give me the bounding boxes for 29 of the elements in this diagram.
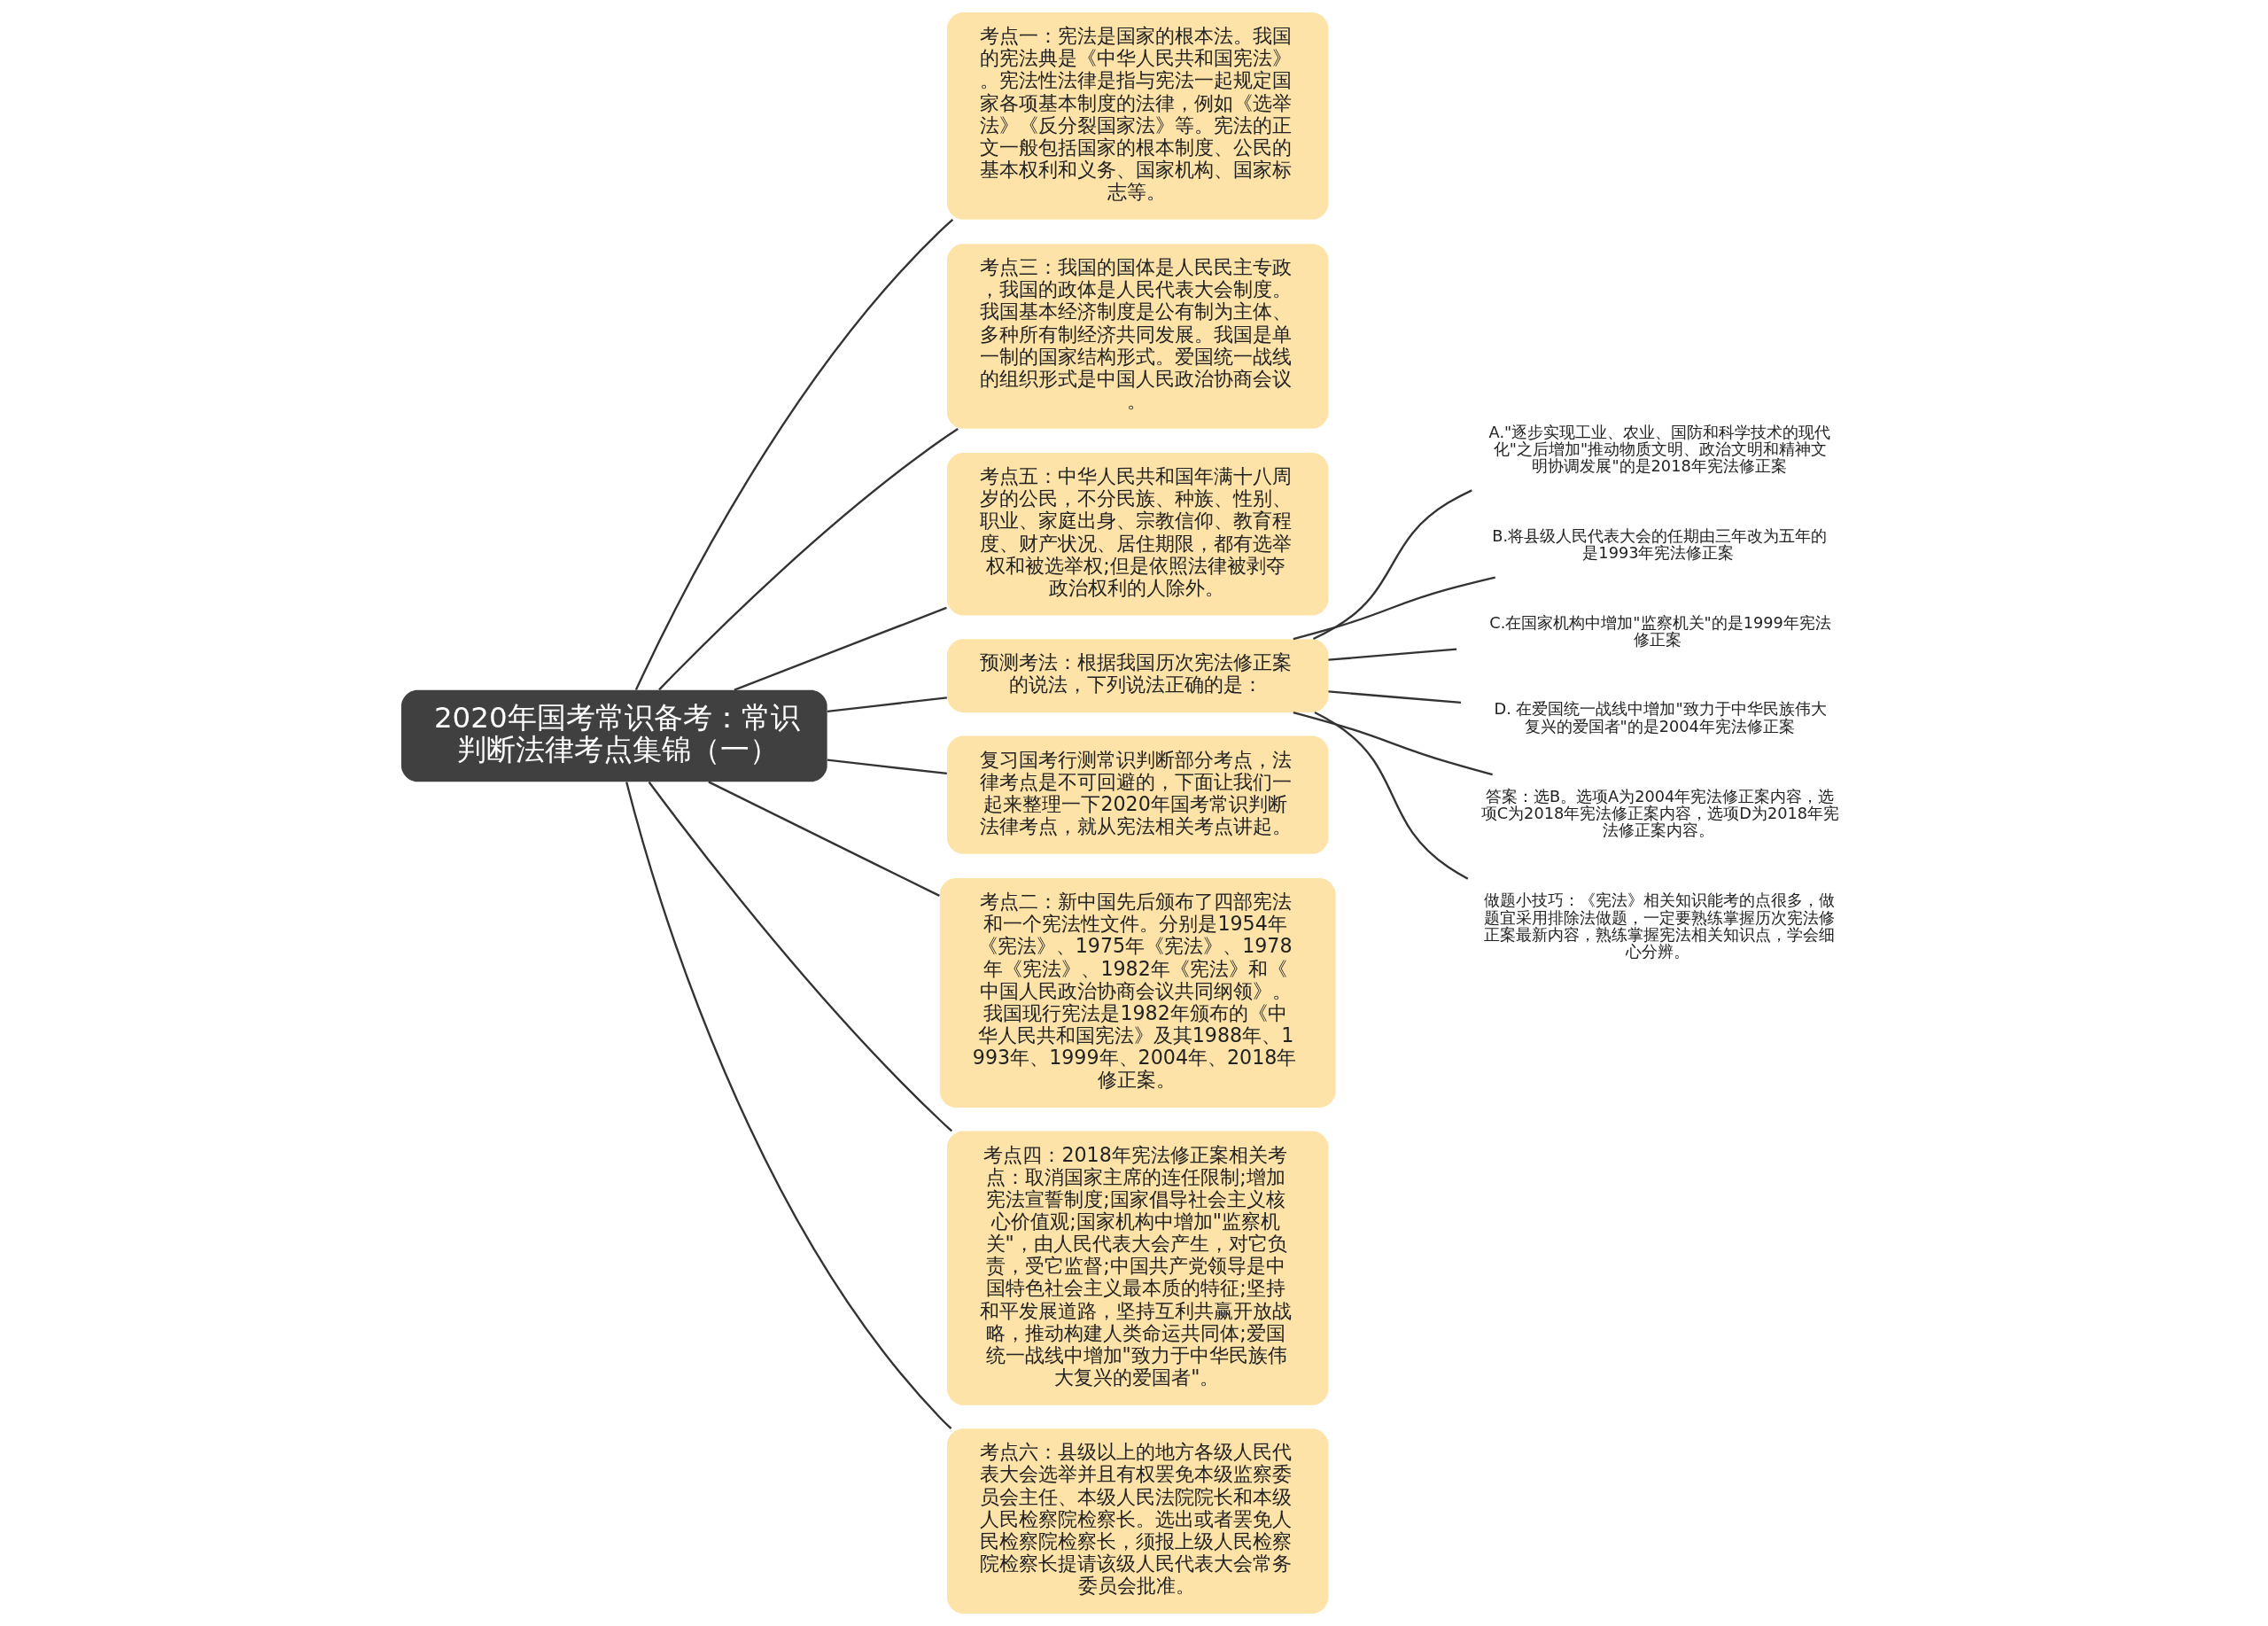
connector <box>648 781 952 1132</box>
node-box: 考点一：宪法是国家的根本法。我国的宪法典是《中华人民共和国宪法》。宪法性法律是指与宪法一起规定国家各项基本制度的法律，例如《选举法》《反分裂国家法》等。宪法的正文一般包括国家的根本制度、公民的基本权利和义务、国家机构、国家标志等。 <box>946 12 1328 220</box>
node-box: 考点三：我国的国体是人民民主专政，我国的政体是人民代表大会制度。我国基本经济制度是公有制为主体、多种所有制经济共同发展。我国是单一制的国家结构形式。爱国统一战线的组织形式是中国人民政治协商会议。 <box>946 244 1328 429</box>
connector <box>1293 576 1495 641</box>
connector <box>1327 690 1461 704</box>
node-box: 预测考法：根据我国历次宪法修正案的说法，下列说法正确的是： <box>946 639 1328 712</box>
node-text: C.在国家机构中增加"监察机关"的是1999年宪法修正案 <box>1488 613 1831 649</box>
connector <box>827 696 947 713</box>
node-box: 考点五：中华人民共和国年满十八周岁的公民，不分民族、种族、性别、职业、家庭出身、宗教信仰、教育程度、财产状况、居住期限，都有选举权和被选举权;但是依照法律被剥夺政治权利的人除外。 <box>946 453 1328 616</box>
node-text: 答案：选B。选项A为2004年宪法修正案内容，选项C为2018年宪法修正案内容，选项D为2018年宪法修正案内容。 <box>1480 787 1839 840</box>
node-box: 复习国考行测常识判断部分考点，法律考点是不可回避的，下面让我们一起来整理一下2020年国考常识判断法律考点，就从宪法相关考点讲起。 <box>946 735 1328 854</box>
connector <box>707 781 940 897</box>
node-box: 考点六：县级以上的地方各级人民代表大会选举并且有权罢免本级监察委员会主任、本级人民法院院长和本级人民检察院检察长。选出或者罢免人民检察院检察长，须报上级人民检察院检察长提请该级人民代表大会常务委员会批准。 <box>946 1428 1328 1614</box>
connector <box>1313 711 1468 880</box>
connector <box>1293 711 1493 776</box>
connector <box>1312 489 1472 641</box>
node-box: 考点二：新中国先后颁布了四部宪法和一个宪法性文件。分别是1954年《宪法》、1975年《宪法》、1978年《宪法》、1982年《宪法》和《中国人民政治协商会议共同纲领》。我国现行宪法是1982年颁布的《中华人民共和国宪法》及其1988年、1993年、1999年、2004年、2018年修正案。 <box>939 878 1336 1108</box>
node-text: B.将县级人民代表大会的任期由三年改为五年的是1993年宪法修正案 <box>1491 527 1827 563</box>
node-text: 做题小技巧：《宪法》相关知识能考的点很多，做题宜采用排除法做题，一定要熟练掌握历次宪法修正案最新内容，熟练掌握宪法相关知识点，学会细心分辨。 <box>1483 891 1835 961</box>
connector <box>634 219 953 691</box>
connector <box>625 782 951 1429</box>
connector <box>1327 648 1456 661</box>
connector <box>827 759 947 775</box>
node-box: 2020年国考常识备考：常识判断法律考点集锦（一） <box>400 689 827 782</box>
connector <box>734 606 947 691</box>
node-text: A."逐步实现工业、农业、国防和科学技术的现代化"之后增加"推动物质文明、政治文明和精神文明协调发展"的是2018年宪法修正案 <box>1488 423 1830 475</box>
connector <box>657 428 959 691</box>
node-text: D. 在爱国统一战线中增加"致力于中华民族伟大复兴的爱国者"的是2004年宪法修正案 <box>1494 700 1827 735</box>
node-box: 考点四：2018年宪法修正案相关考点：取消国家主席的连任限制;增加宪法宣誓制度;国家倡导社会主义核心价值观;国家机构中增加"监察机关"，由人民代表大会产生，对它负责，受它监督;中国共产党领导是中国特色社会主义最本质的特征;坚持和平发展道路，坚持互利共赢开放战略，推动构建人类命运共同体;爱国统一战线中增加"致力于中华民族伟大复兴的爱国者"。 <box>946 1131 1328 1405</box>
